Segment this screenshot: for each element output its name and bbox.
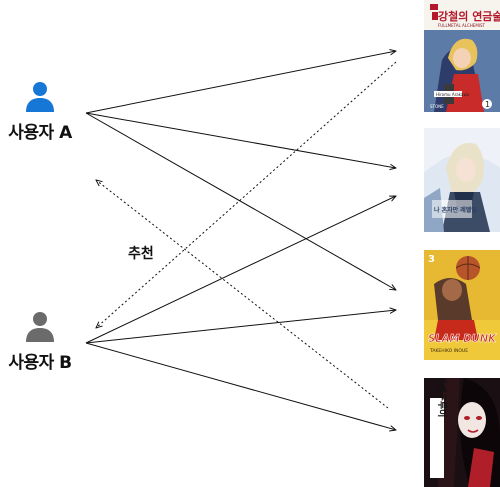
book-subtitle-fullmetal: FULLMETAL ALCHEMIST: [438, 23, 485, 28]
edge-user-b-webtoon-fantasy: [85, 196, 396, 344]
user-a-icon: [26, 82, 54, 112]
book-author-fullmetal: Hiromu Arakawa: [436, 92, 470, 97]
recommend-edge-fullmetal-to-user-b: [96, 61, 397, 328]
user-b-node: 사용자 B: [0, 310, 80, 373]
book-volume-slam-dunk: 3: [428, 254, 435, 265]
book-title-fullmetal: 강철의 연금술사: [438, 9, 500, 23]
recommend-edge-kakegurui-to-user-a: [96, 180, 389, 409]
edge-user-a-webtoon-fantasy: [85, 112, 396, 168]
recommend-label: 추천: [128, 246, 154, 262]
book-cover-fullmetal-alchemist: 강철의 연금술사 FULLMETAL ALCHEMIST Hiromu Arak…: [424, 0, 500, 112]
edge-user-a-fullmetal-alchemist: [85, 51, 396, 114]
edge-user-a-slam-dunk: [85, 112, 396, 290]
user-a-label: 사용자 A: [8, 123, 72, 143]
book-title-kakegurui: 카케구루이: [436, 378, 448, 417]
book-cover-kakegurui: 카케구루이: [424, 378, 500, 487]
edge-user-b-kakegurui: [85, 342, 396, 430]
book-volume-fullmetal: 1: [485, 100, 490, 109]
user-b-icon: [26, 312, 54, 342]
book-title-slam-dunk: SLAM DUNK: [428, 332, 497, 345]
book-publisher-fullmetal: STONE: [430, 104, 444, 109]
book-author-slam-dunk: TAKEHIKO INOUE: [429, 348, 468, 354]
book-cover-webtoon-fantasy: 나 혼자만 레벨업: [424, 128, 500, 232]
book-cover-slam-dunk: 3 SLAM DUNK TAKEHIKO INOUE: [424, 250, 500, 360]
user-b-label: 사용자 B: [8, 353, 72, 373]
edge-user-b-slam-dunk: [85, 310, 396, 344]
user-a-node: 사용자 A: [0, 80, 80, 143]
book-title-webtoon: 나 혼자만 레벨업: [434, 206, 477, 214]
